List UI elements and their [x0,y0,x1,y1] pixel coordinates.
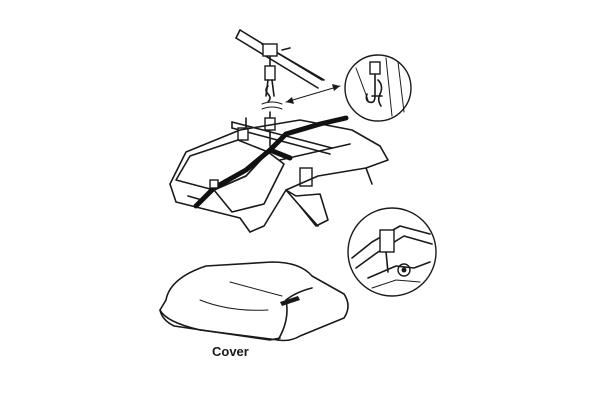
hook-detail-icon [344,54,412,122]
callout-arrow [285,84,341,104]
securing-strap [193,115,349,209]
cover-caption: Cover [212,344,249,359]
ceiling-beam [235,29,325,89]
hardtop-roof-icon [169,119,389,233]
storage-cover-icon [159,261,349,342]
bracket-detail-icon [347,207,437,297]
